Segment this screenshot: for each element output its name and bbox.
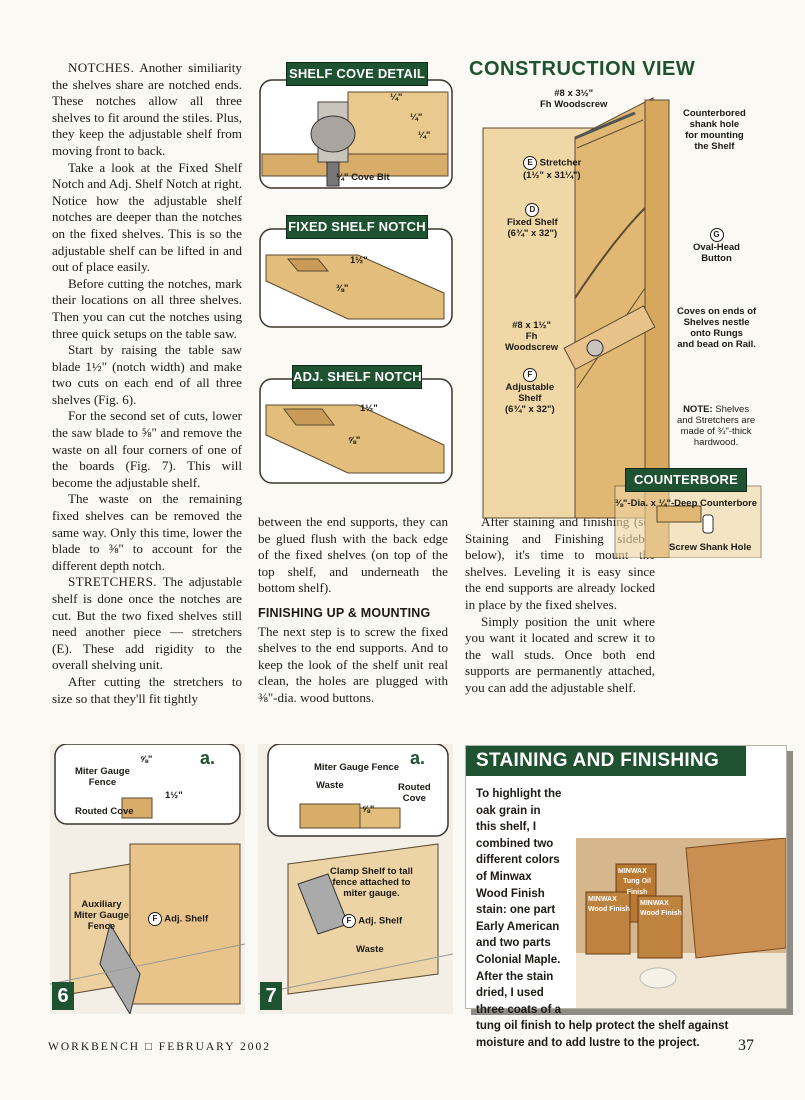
fixed-letter: D [525,203,540,217]
paragraph-stretchers: STRETCHERS. The adjustable shelf is done… [52,574,242,673]
fig7-dim: ⅝" [362,804,375,815]
construction-view: CONSTRUCTION VIEW #8 x 3½" Fh Woodscrew … [465,58,765,559]
cove-bit-label: ¼" Cove Bit [336,172,390,183]
paragraph-raise-blade: Start by raising the table saw blade 1½"… [52,342,242,407]
shelf-cove-detail: SHELF COVE DETAIL ¼" ¼" ¼" ¼" Cove Bit [258,62,454,190]
column-3: After staining and finishing (see Staini… [465,514,655,697]
fig6-part-letter: F [148,912,162,926]
fixed-shelf-label: D Fixed Shelf (6¾" x 32") [507,203,558,239]
fig6-part: F Adj. Shelf [148,912,208,926]
adj-notch-illustration [259,378,453,484]
shank-hole-label: Screw Shank Hole [669,542,752,553]
can-1-brand: MINWAX [618,868,647,875]
finish-cans-photo [576,838,786,1008]
fixed-notch-depth: ⅜" [336,283,349,294]
coves-label: Coves on ends of Shelves nestle onto Run… [677,306,757,350]
fixed-notch-title: FIXED SHELF NOTCH [286,215,428,239]
fig6-dim-top: ⅝" [140,754,153,765]
button-label: G Oval-Head Button [693,228,740,264]
adj-notch-width: 1½" [360,403,378,414]
fig6-dim-side: 1½" [165,790,183,801]
adj-shelf-label: F Adjustable Shelf (6¾" x 32") [505,368,555,415]
fig7-number: 7 [260,982,282,1010]
adj-shelf-notch: ADJ. SHELF NOTCH 1½" ⅝" [258,365,454,485]
fig6-inset-label: a. [200,748,216,768]
fixed-notch-illustration [259,228,453,328]
can-3-label: Wood Finish [640,910,682,917]
fig7-routed-cove: Routed Cove [398,782,431,804]
stretcher-label: E Stretcher (1½" x 31¼") [523,156,582,181]
fig7-part-letter: F [342,914,356,928]
fig7-waste: Waste [316,780,344,791]
fig6-illustration [49,743,246,1016]
subhead-finishing: FINISHING UP & MOUNTING [258,605,431,620]
paragraph-cut-stretchers: After cutting the stretchers to size so … [52,673,242,706]
can-2-label: Wood Finish [588,906,630,913]
runin-notches: NOTCHES. [68,60,135,75]
footer-issue: WORKBENCH □ FEBRUARY 2002 [48,1041,271,1053]
shelf-cove-title: SHELF COVE DETAIL [286,62,428,86]
fig6-aux-fence: Auxiliary Miter Gauge Fence [74,899,129,932]
paragraph-position-unit: Simply position the unit where you want … [465,613,655,695]
paragraph-glue-stretchers: between the end supports, they can be gl… [258,514,448,596]
button-letter: G [709,228,724,242]
column-2: between the end supports, they can be gl… [258,514,448,707]
fig7-part: F Adj. Shelf [342,914,402,928]
can-3-brand: MINWAX [640,900,669,907]
counterbore-title: COUNTERBORE [625,468,747,492]
figure-7: a. Miter Gauge Fence Waste Routed Cove ⅝… [257,743,454,1014]
fig7-inset-label: a. [410,748,426,768]
fig7-illustration [257,743,454,1014]
cove-dim-2: ¼" [410,112,423,123]
cove-dim-1: ¼" [390,92,403,103]
figure-6: a. ⅝" Miter Gauge Fence Routed Cove 1½" … [49,743,246,1016]
fig6-routed-cove: Routed Cove [75,806,134,817]
can-2-brand: MINWAX [588,896,617,903]
fig7-waste-2: Waste [356,944,384,955]
paragraph-notch-details: Take a look at the Fixed Shelf Notch and… [52,159,242,275]
paragraph-second-cuts: For the second set of cuts, lower the sa… [52,408,242,490]
paragraph-mark-locations: Before cutting the notches, mark their l… [52,275,242,341]
construction-illustration [482,97,762,559]
fig6-miter-fence: Miter Gauge Fence [75,766,130,788]
sidebar-body: To highlight the oak grain in this shelf… [476,786,776,1052]
paragraph-after-staining: After staining and finishing (see Staini… [465,514,655,612]
counterbore-dim: ⅜"-Dia. x ¼"-Deep Counterbore [615,498,758,509]
paragraph-notches: NOTCHES. Another similiarity the shelves… [52,60,242,158]
adj-letter: F [522,368,537,382]
note-block: NOTE: Shelves and Stretchers are made of… [677,404,756,448]
paragraph-remaining-waste: The waste on the remaining fixed shelves… [52,491,242,573]
staining-sidebar: STAINING AND FINISHING MINWAX Tung Oil F… [465,745,787,1049]
fig7-miter-fence: Miter Gauge Fence [314,762,399,773]
paragraph-screw-shelves: The next step is to screw the fixed shel… [258,623,448,705]
sidebar-title: STAINING AND FINISHING [466,746,746,776]
screw-top-label: #8 x 3½" Fh Woodscrew [540,88,608,110]
sidebar-photo-spacer [564,834,776,1009]
fig6-number: 6 [52,982,74,1010]
counterbored-label: Counterbored shank hole for mounting the… [683,108,746,152]
column-1: NOTCHES. Another similiarity the shelves… [52,60,242,707]
screw-mid-label: #8 x 1½" Fh Woodscrew [505,320,559,353]
fig7-clamp: Clamp Shelf to tall fence attached to mi… [330,866,413,899]
page-number: 37 [738,1037,754,1054]
shelf-cove-illustration [259,79,453,189]
adj-notch-depth: ⅝" [348,435,361,446]
adj-notch-title: ADJ. SHELF NOTCH [292,365,422,389]
construction-title: CONSTRUCTION VIEW [469,58,696,80]
can-1-label: Tung Oil Finish [623,878,651,896]
stretcher-letter: E [523,156,537,170]
fixed-notch-width: 1½" [350,255,368,266]
fixed-shelf-notch: FIXED SHELF NOTCH 1½" ⅜" [258,215,454,330]
runin-stretchers: STRETCHERS. [68,574,157,590]
note-label: NOTE: [683,404,713,415]
cove-dim-3: ¼" [418,130,431,141]
